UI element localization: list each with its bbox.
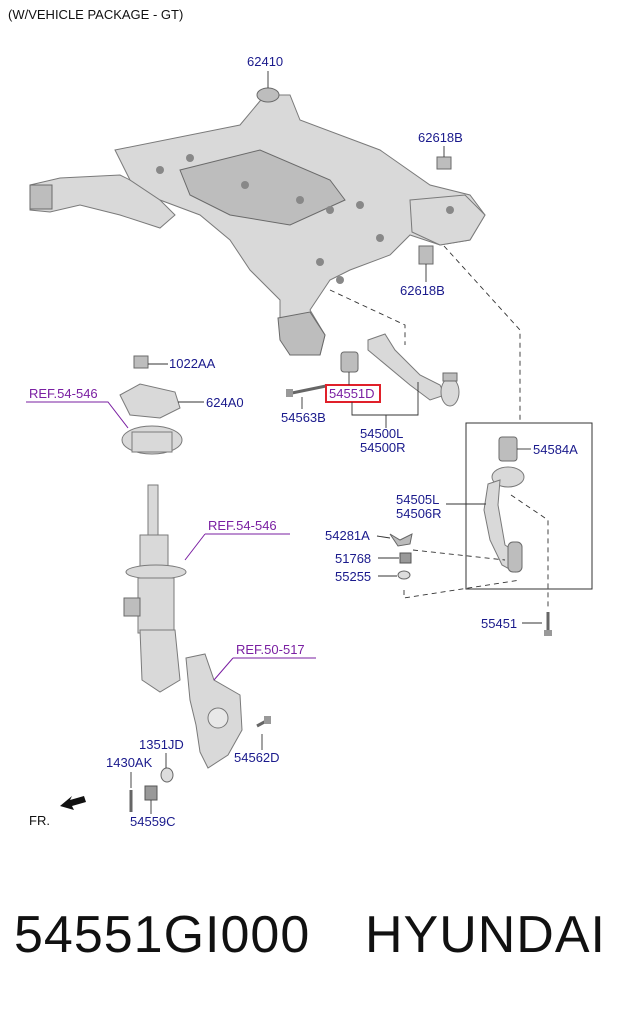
- part-label-54559C[interactable]: 54559C: [130, 814, 176, 829]
- knuckle-assembly: [185, 653, 243, 769]
- upper-arm-box: [465, 422, 593, 590]
- part-label-51768[interactable]: 51768: [335, 551, 371, 566]
- part-label-1351JD[interactable]: 1351JD: [139, 737, 184, 752]
- bolt-55451: [544, 612, 552, 636]
- highlight-box-54551D: [325, 384, 381, 403]
- part-label-62410[interactable]: 62410: [247, 54, 283, 69]
- front-label: FR.: [29, 813, 50, 828]
- part-label-1430AK[interactable]: 1430AK: [106, 755, 153, 770]
- part-label-55255[interactable]: 55255: [335, 569, 371, 584]
- nut-51768: [399, 552, 412, 564]
- washer-55255: [397, 570, 411, 580]
- footer-brand: HYUNDAI: [364, 906, 606, 964]
- nut-54559C: [144, 785, 158, 801]
- strut-assembly: [123, 484, 187, 693]
- part-label-54584A[interactable]: 54584A: [533, 442, 578, 457]
- part-label-62618B-top[interactable]: 62618B: [418, 130, 463, 145]
- lower-arm-54500: [340, 333, 460, 407]
- front-direction-arrow: [60, 796, 86, 810]
- part-label-54505L[interactable]: 54505L: [396, 492, 439, 507]
- part-label-62618B-bottom[interactable]: 62618B: [400, 283, 445, 298]
- strut-mount-assembly: [119, 355, 183, 455]
- part-label-54506R[interactable]: 54506R: [396, 506, 442, 521]
- part-label-55451[interactable]: 55451: [481, 616, 517, 631]
- vehicle-package-note: (W/VEHICLE PACKAGE - GT): [8, 7, 183, 22]
- part-label-54500R[interactable]: 54500R: [360, 440, 406, 455]
- washer-1351JD: [160, 767, 174, 783]
- upper-arm-54505: [483, 436, 525, 573]
- footer: 54551GI000 HYUNDAI: [0, 880, 620, 1017]
- part-label-54551D[interactable]: 54551D: [329, 386, 375, 401]
- ref-label-54-546-b[interactable]: REF.54-546: [208, 518, 277, 533]
- nut-62618B-bottom: [418, 245, 434, 265]
- bolt-54562D: [256, 716, 271, 728]
- bolt-54563B: [286, 384, 327, 397]
- part-label-1022AA[interactable]: 1022AA: [169, 356, 216, 371]
- subframe-part: [29, 87, 486, 356]
- part-label-624A0[interactable]: 624A0: [206, 395, 244, 410]
- footer-part-number: 54551GI000: [14, 906, 311, 964]
- part-label-54281A[interactable]: 54281A: [325, 528, 370, 543]
- clip-54281A: [389, 533, 413, 547]
- nut-62618B-top: [436, 156, 452, 170]
- ref-label-50-517[interactable]: REF.50-517: [236, 642, 305, 657]
- part-label-54500L[interactable]: 54500L: [360, 426, 403, 441]
- part-label-54563B[interactable]: 54563B: [281, 410, 326, 425]
- ref-label-54-546-a[interactable]: REF.54-546: [29, 386, 98, 401]
- part-label-54562D[interactable]: 54562D: [234, 750, 280, 765]
